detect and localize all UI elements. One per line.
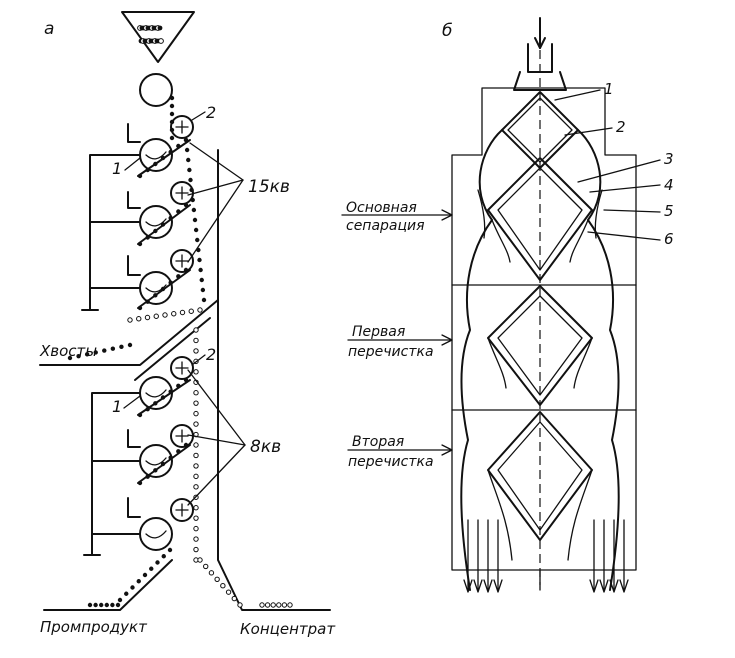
outlet-arrow-3 — [483, 519, 493, 593]
outlet-arrow-4 — [493, 519, 503, 593]
grounded-rolls — [139, 138, 173, 551]
outlet-arrow-8 — [619, 519, 629, 593]
roll-6 — [139, 517, 173, 551]
electrode-3 — [170, 249, 194, 273]
electrode-2 — [170, 181, 194, 205]
stage-main-2: сепарация — [346, 218, 425, 234]
stage-main-1: Основная — [346, 200, 417, 216]
stage-first-1: Первая — [352, 324, 405, 340]
ground-bus — [81, 154, 141, 556]
feed-roll — [139, 73, 173, 107]
part-1: 1 — [604, 80, 614, 98]
tailings-label: Хвосты — [39, 342, 97, 360]
outlet-arrow-7 — [609, 519, 619, 593]
middlings-label: Промпродукт — [40, 618, 148, 636]
leader-lines — [123, 111, 246, 506]
outlet-arrow-2 — [473, 519, 483, 593]
part-6: 6 — [664, 230, 674, 248]
particle-streams — [67, 95, 293, 608]
outlet-arrow-1 — [463, 519, 473, 593]
stage-arrows — [341, 209, 453, 456]
roll-label-bottom: 1 — [112, 397, 122, 416]
concentrate-label: Концентрат — [240, 620, 336, 638]
electrode-4 — [170, 356, 194, 380]
chute — [39, 149, 331, 611]
panel-a: а — [39, 11, 336, 638]
panel-b-label: б — [442, 21, 452, 41]
housing — [451, 87, 637, 571]
electrode-1 — [170, 115, 194, 139]
part-4: 4 — [664, 176, 674, 194]
flow-paths — [460, 129, 620, 591]
electrode-label-bottom: 2 — [206, 345, 216, 364]
feed-hopper — [121, 11, 195, 63]
electrode-label-top: 2 — [206, 103, 216, 122]
part-5: 5 — [664, 202, 674, 220]
discharge-arrows — [463, 519, 629, 593]
panel-b: б — [341, 17, 674, 593]
part-3: 3 — [664, 150, 674, 168]
stage-first-2: перечистка — [348, 344, 434, 360]
voltage-bottom: 8кв — [250, 437, 281, 457]
voltage-top: 15кв — [248, 177, 290, 197]
stage-second-1: Вторая — [352, 434, 404, 450]
outlet-arrow-5 — [589, 519, 599, 593]
panel-a-label: а — [44, 19, 54, 39]
electrode-5 — [170, 424, 194, 448]
outlet-arrow-6 — [599, 519, 609, 593]
electrode-6 — [170, 498, 194, 522]
part-leaders — [554, 89, 661, 241]
part-2: 2 — [616, 118, 626, 136]
roll-label-top: 1 — [112, 159, 122, 178]
diamond-electrodes — [487, 91, 593, 541]
electrodes — [170, 115, 194, 522]
roll-3 — [139, 271, 173, 305]
stage-second-2: перечистка — [348, 454, 434, 470]
